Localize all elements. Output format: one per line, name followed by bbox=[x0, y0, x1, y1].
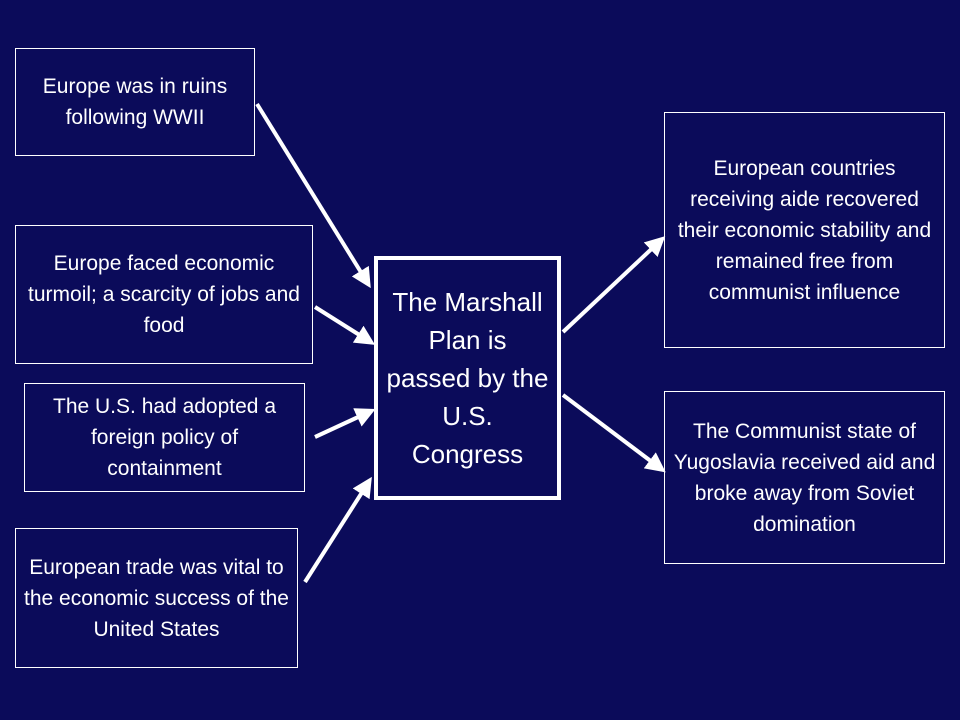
cause-box-economic-turmoil: Europe faced economic turmoil; a scarcit… bbox=[15, 225, 313, 364]
arrow-cause-3 bbox=[314, 408, 376, 439]
arrow-cause-2 bbox=[313, 305, 376, 345]
effect-box-yugoslavia: The Communist state of Yugoslavia receiv… bbox=[664, 391, 945, 564]
cause-text-ruins: Europe was in ruins following WWII bbox=[42, 75, 228, 129]
center-box-marshall-plan: The Marshall Plan is passed by the U.S. … bbox=[374, 256, 561, 500]
cause-box-ruins: Europe was in ruins following WWII bbox=[15, 48, 255, 156]
cause-text-european-trade: European trade was vital to the economic… bbox=[24, 555, 289, 641]
arrow-effect-1 bbox=[561, 236, 666, 334]
arrow-effect-2 bbox=[561, 393, 666, 473]
cause-text-containment: The U.S. had adopted a foreign policy of… bbox=[53, 395, 276, 480]
cause-text-economic-turmoil: Europe faced economic turmoil; a scarcit… bbox=[28, 252, 300, 337]
effect-text-yugoslavia: The Communist state of Yugoslavia receiv… bbox=[673, 419, 936, 536]
effect-text-economic-recovery: European countries receiving aide recove… bbox=[677, 156, 932, 304]
cause-box-containment: The U.S. had adopted a foreign policy of… bbox=[24, 383, 305, 492]
cause-box-european-trade: European trade was vital to the economic… bbox=[15, 528, 298, 668]
effect-box-economic-recovery: European countries receiving aide recove… bbox=[664, 112, 945, 348]
center-text-marshall-plan: The Marshall Plan is passed by the U.S. … bbox=[386, 287, 549, 469]
arrow-cause-4 bbox=[303, 476, 372, 584]
